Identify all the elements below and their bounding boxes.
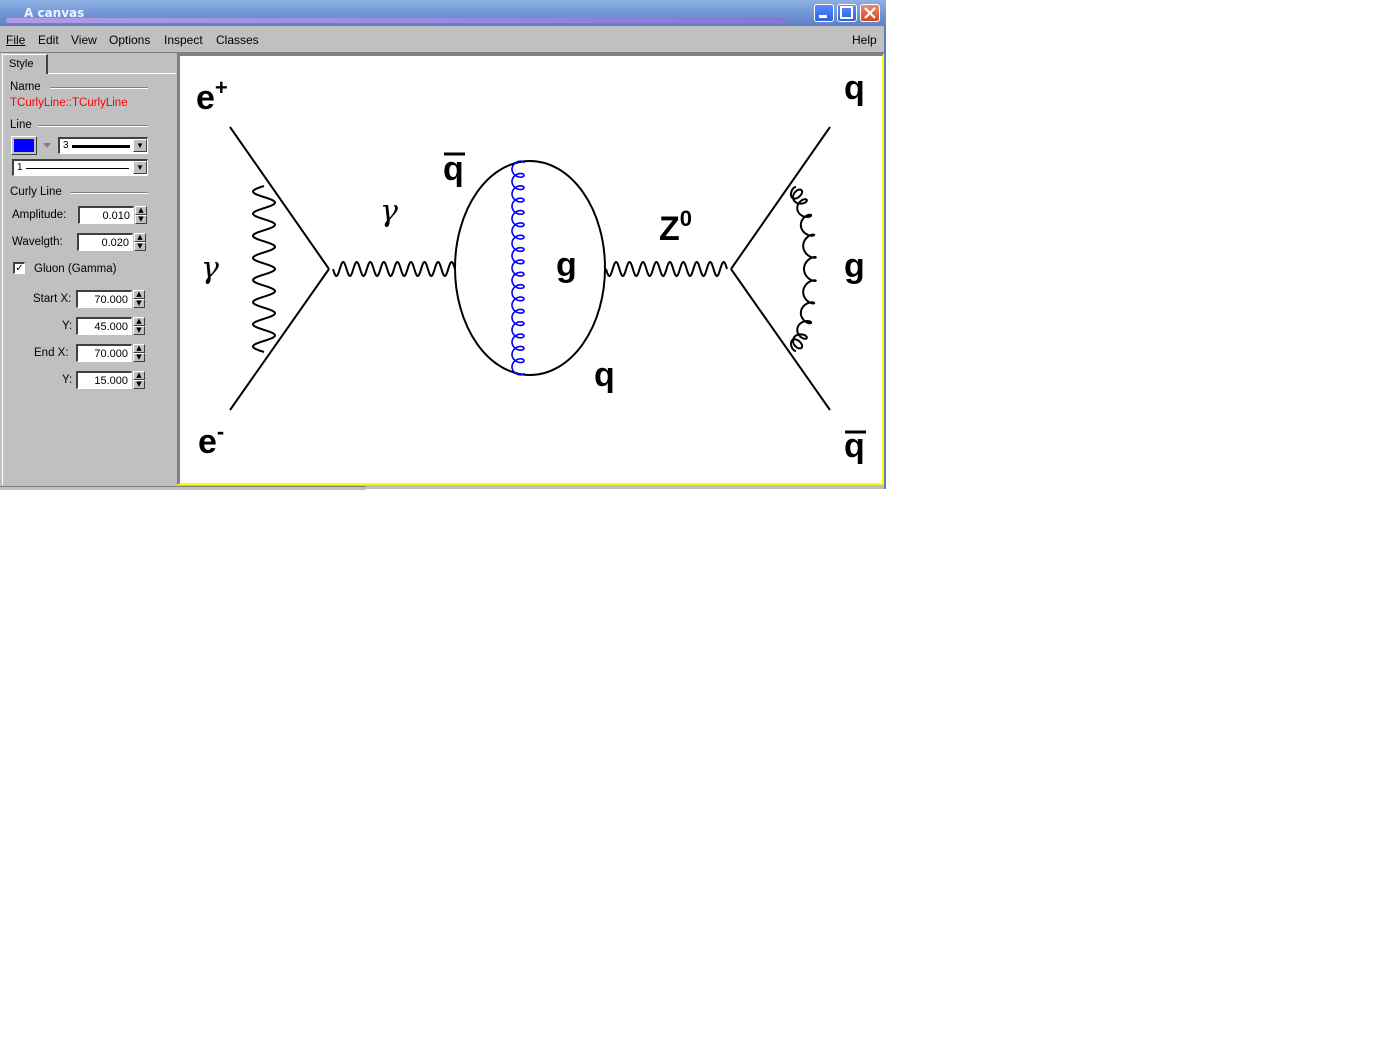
wavelength-label: Wavelgth: [12, 236, 63, 248]
drawing-canvas[interactable]: e+ e- q g q Z0 q g q γ γ [177, 53, 884, 485]
menu-options[interactable]: Options [109, 33, 151, 47]
wavelength-spinner[interactable]: ▲▼ [134, 233, 146, 252]
root-canvas-window: A canvas File Edit View Options Inspect … [0, 0, 886, 490]
line-style-sample [26, 168, 129, 169]
status-bar [0, 486, 366, 490]
line-style-combo[interactable]: 1 ▼ [12, 159, 148, 176]
name-section-label: Name [10, 81, 41, 93]
label-q-loop: q [594, 356, 615, 394]
divider [38, 125, 148, 127]
label-qbar-loop: q [443, 150, 464, 188]
title-accent [6, 18, 786, 23]
quark-out-line[interactable] [730, 126, 831, 270]
z-propagator[interactable] [605, 260, 728, 278]
menu-classes[interactable]: Classes [216, 33, 259, 47]
close-icon [864, 7, 876, 19]
label-q-out: q [844, 69, 865, 107]
end-x-spinner[interactable]: ▲▼ [133, 344, 145, 363]
label-gamma-left: γ [201, 251, 219, 286]
menu-file[interactable]: File [6, 33, 26, 47]
line-color-picker[interactable] [11, 136, 37, 155]
tab-divider [48, 73, 176, 74]
menu-help[interactable]: Help [852, 33, 877, 47]
selected-gluon-line[interactable] [511, 160, 525, 376]
amplitude-label: Amplitude: [12, 209, 67, 221]
line-section-label: Line [10, 119, 32, 131]
gluon-checkbox[interactable]: ✓ [13, 262, 25, 274]
label-z: Z0 [659, 206, 692, 248]
divider [50, 87, 148, 89]
line-color-swatch [14, 139, 34, 152]
label-gamma-mid: γ [380, 194, 398, 229]
gluon-exchange[interactable] [789, 186, 817, 352]
spin-down-icon[interactable]: ▼ [133, 380, 145, 389]
close-button[interactable] [860, 4, 880, 22]
label-e-plus: e+ [196, 75, 228, 117]
line-width-combo[interactable]: 3 ▼ [58, 137, 148, 154]
window-title: A canvas [24, 6, 85, 20]
spin-down-icon[interactable]: ▼ [135, 215, 147, 224]
divider [70, 192, 148, 194]
spin-down-icon[interactable]: ▼ [134, 242, 146, 251]
menu-view[interactable]: View [71, 33, 97, 47]
maximize-icon [840, 6, 853, 19]
spin-up-icon[interactable]: ▲ [133, 371, 145, 380]
spin-down-icon[interactable]: ▼ [133, 353, 145, 362]
color-dropdown-arrow[interactable] [43, 143, 51, 148]
line-width-value: 3 [63, 140, 69, 151]
line-style-value: 1 [17, 162, 23, 173]
feynman-diagram[interactable]: e+ e- q g q Z0 q g q γ γ [180, 56, 882, 483]
amplitude-field[interactable]: 0.010 [78, 206, 134, 224]
start-x-spinner[interactable]: ▲▼ [133, 290, 145, 309]
title-bar[interactable]: A canvas [0, 0, 886, 26]
end-x-label: End X: [34, 347, 69, 359]
minimize-button[interactable] [814, 4, 834, 22]
chevron-down-icon[interactable]: ▼ [133, 139, 147, 152]
end-x-field[interactable]: 70.000 [76, 344, 132, 362]
gluon-label: Gluon (Gamma) [34, 263, 117, 275]
line-width-sample [72, 145, 130, 148]
menu-inspect[interactable]: Inspect [164, 33, 203, 47]
start-x-label: Start X: [33, 293, 72, 305]
end-y-spinner[interactable]: ▲▼ [133, 371, 145, 390]
spin-up-icon[interactable]: ▲ [133, 290, 145, 299]
photon-exchange[interactable] [251, 185, 277, 353]
maximize-button[interactable] [837, 4, 857, 22]
start-y-label: Y: [62, 320, 73, 332]
spin-up-icon[interactable]: ▲ [134, 233, 146, 242]
label-g-out: g [844, 247, 865, 285]
menu-bar: File Edit View Options Inspect Classes H… [0, 26, 884, 53]
electron-line[interactable] [229, 268, 330, 411]
positron-line[interactable] [229, 126, 330, 270]
curly-section-label: Curly Line [10, 186, 62, 198]
start-x-field[interactable]: 70.000 [76, 290, 132, 308]
end-y-label: Y: [62, 374, 73, 386]
object-name: TCurlyLine::TCurlyLine [10, 97, 128, 109]
label-e-minus: e- [198, 419, 224, 461]
spin-down-icon[interactable]: ▼ [133, 326, 145, 335]
label-g-loop: g [556, 246, 577, 284]
spin-down-icon[interactable]: ▼ [133, 299, 145, 308]
chevron-down-icon[interactable]: ▼ [133, 161, 147, 174]
end-y-field[interactable]: 15.000 [76, 371, 132, 389]
spin-up-icon[interactable]: ▲ [133, 344, 145, 353]
start-y-field[interactable]: 45.000 [76, 317, 132, 335]
menu-edit[interactable]: Edit [38, 33, 59, 47]
amplitude-spinner[interactable]: ▲▼ [135, 206, 147, 225]
minimize-icon [819, 15, 827, 18]
tab-style[interactable]: Style [2, 54, 48, 74]
antiquark-out-line[interactable] [730, 268, 831, 411]
photon-propagator[interactable] [332, 260, 456, 278]
spin-up-icon[interactable]: ▲ [133, 317, 145, 326]
spin-up-icon[interactable]: ▲ [135, 206, 147, 215]
wavelength-field[interactable]: 0.020 [77, 233, 133, 251]
label-qbar-out: q [844, 427, 865, 465]
start-y-spinner[interactable]: ▲▼ [133, 317, 145, 336]
quark-loop[interactable] [454, 160, 606, 376]
